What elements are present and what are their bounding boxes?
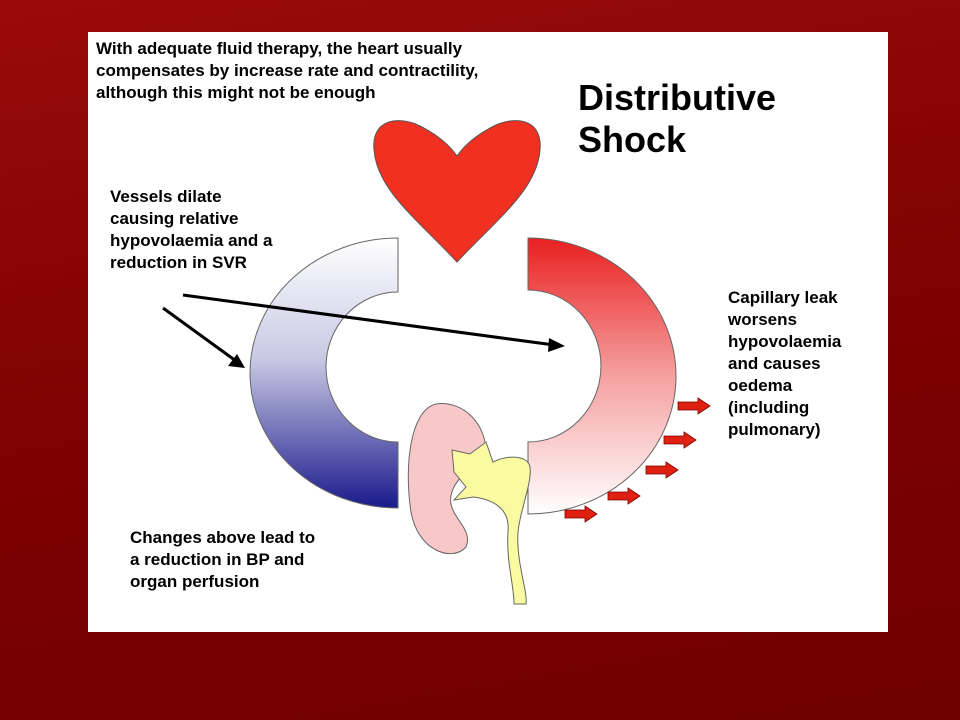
pointer-line-arterial [182,293,555,347]
leak-arrow-5 [564,505,598,523]
ureter-icon [451,441,531,605]
shock-diagram [162,120,711,605]
slide-canvas: With adequate fluid therapy, the heart u… [88,32,888,632]
pointer-line-venous [162,306,237,363]
arrowhead-venous [228,354,245,368]
venous-vessel [249,237,399,509]
perfusion-outcome-note: Changes above lead to a reduction in BP … [130,528,316,591]
leak-arrow-2 [663,431,697,449]
capillary-leak-note: Capillary leak worsens hypovolaemia and … [728,288,842,439]
heart-icon [373,120,541,263]
leak-arrow-3 [645,461,679,479]
leak-arrow-4 [607,487,641,505]
heart-compensation-note: With adequate fluid therapy, the heart u… [96,39,479,102]
leak-arrows [564,397,711,523]
page-title: Distributive Shock [578,77,777,160]
vessels-dilate-note: Vessels dilate causing relative hypovola… [110,187,273,272]
arterial-vessel [527,237,677,515]
leak-arrow-1 [677,397,711,415]
arrowhead-arterial [548,338,565,352]
